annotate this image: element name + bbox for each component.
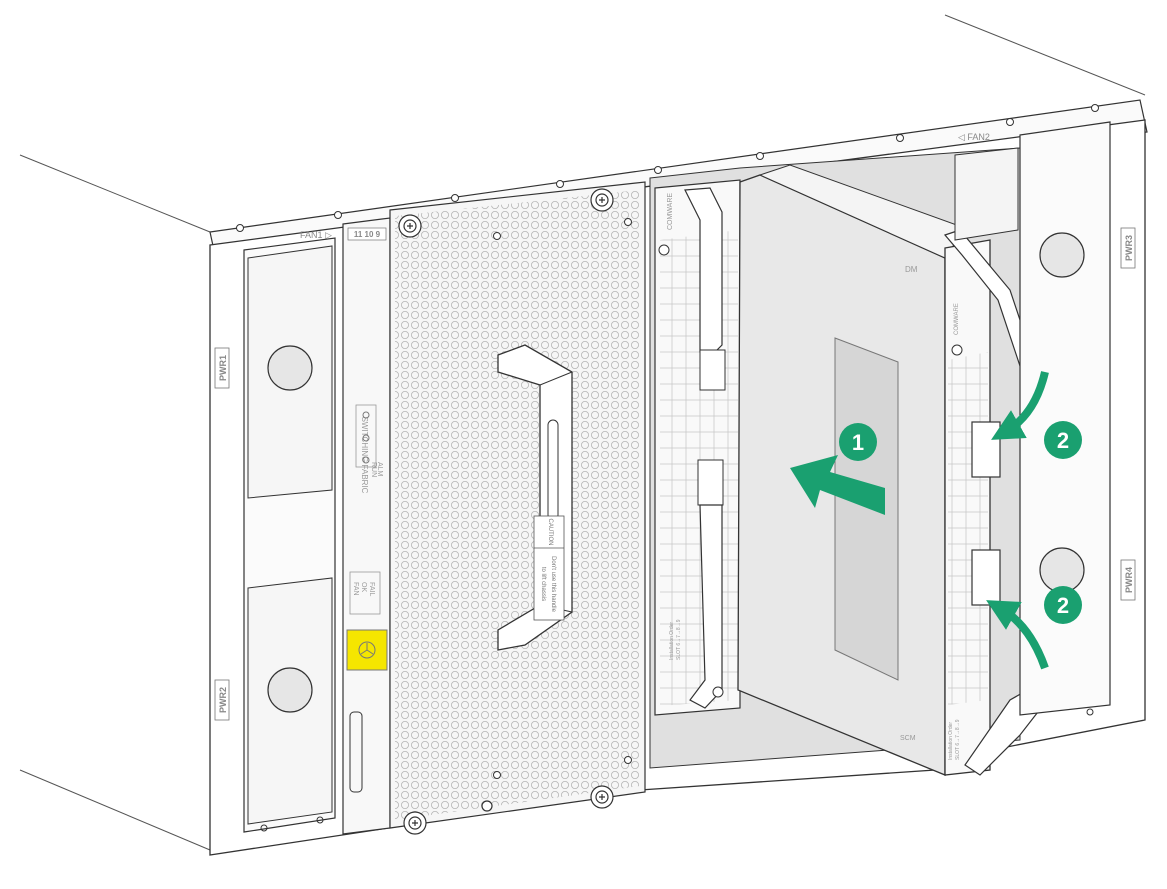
- lever-close-arrow-top: [991, 371, 1049, 440]
- fan2-label: ◁ FAN2: [958, 132, 990, 142]
- svg-text:PWR2: PWR2: [218, 687, 228, 713]
- svg-text:FAIL: FAIL: [368, 582, 375, 597]
- svg-text:SLOT 6→7→8→9: SLOT 6→7→8→9: [955, 719, 961, 760]
- svg-text:2: 2: [1057, 593, 1069, 618]
- svg-text:DM: DM: [905, 265, 918, 274]
- switching-fabric-module: 11 10 9 SWITCHING FABRIC ALM RUN FAIL OK…: [342, 217, 391, 835]
- svg-text:11 10 9: 11 10 9: [354, 230, 381, 239]
- svg-text:Installation Order: Installation Order: [669, 622, 675, 660]
- frame-screws: [236, 104, 1099, 232]
- fan-warning-icon: [358, 641, 376, 659]
- pwr3-tag: PWR3: [1120, 227, 1136, 269]
- lever-close-arrow-bottom: [986, 600, 1049, 670]
- left-fan-module: [243, 237, 336, 833]
- pwr2-tag: PWR2: [214, 679, 230, 721]
- svg-text:Installation Order: Installation Order: [948, 722, 954, 760]
- svg-text:OK: OK: [360, 582, 367, 592]
- svg-text:CAUTION: CAUTION: [547, 519, 553, 546]
- pwr1-tag: PWR1: [214, 347, 230, 389]
- insert-direction-arrow: [790, 455, 885, 515]
- svg-text:1: 1: [852, 430, 864, 455]
- step-1-badge: 1: [839, 423, 877, 461]
- svg-text:PWR4: PWR4: [1124, 567, 1134, 593]
- thumbscrews: [398, 188, 614, 835]
- installed-line-card: COMWARE Installation Order SLOT 6→7→8→9: [654, 179, 741, 716]
- caution-label: CAUTION Don't use this handle to lift ch…: [533, 515, 565, 621]
- svg-text:FAN: FAN: [352, 582, 359, 596]
- svg-text:2: 2: [1057, 428, 1069, 453]
- svg-text:COMWARE: COMWARE: [954, 303, 960, 335]
- fan1-label: FAN1 ▷: [300, 230, 332, 240]
- mesh-fan-panel: [389, 181, 646, 829]
- step-2-badge-bottom: 2: [1044, 586, 1082, 624]
- svg-text:to lift chassis: to lift chassis: [540, 567, 546, 601]
- svg-text:SWITCHING FABRIC: SWITCHING FABRIC: [360, 417, 369, 494]
- step-2-badge-top: 2: [1044, 421, 1082, 459]
- svg-text:Don't use this handle: Don't use this handle: [550, 556, 556, 613]
- chassis-outline: [19, 14, 1146, 851]
- svg-text:PWR1: PWR1: [218, 355, 228, 381]
- svg-text:ALM: ALM: [376, 462, 383, 477]
- pwr4-tag: PWR4: [1120, 559, 1136, 601]
- svg-text:SLOT 6→7→8→9: SLOT 6→7→8→9: [676, 619, 682, 660]
- svg-text:PWR3: PWR3: [1124, 235, 1134, 261]
- svg-text:RUN: RUN: [370, 462, 377, 477]
- svg-text:COMWARE: COMWARE: [667, 193, 674, 230]
- svg-text:SCM: SCM: [900, 735, 916, 742]
